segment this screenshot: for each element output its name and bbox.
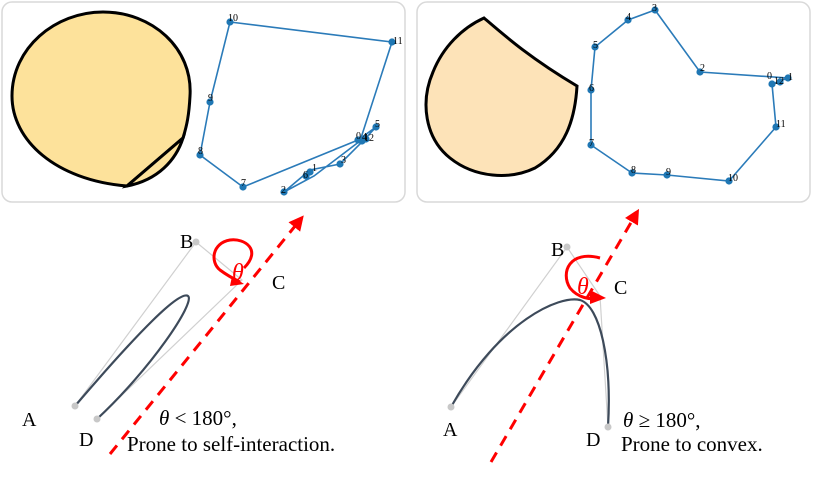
bezier-curve xyxy=(450,298,610,428)
vertex-label: 10 xyxy=(728,173,738,184)
caption-inequality: < 180°, xyxy=(169,406,237,430)
control-point-d xyxy=(93,415,101,423)
vertex-label: 4 xyxy=(362,132,367,143)
dashed-axis-arrow xyxy=(108,215,304,455)
vertex-label: 1 xyxy=(312,163,317,174)
vertex-label: 9 xyxy=(208,93,213,104)
vertex-11 xyxy=(772,123,780,131)
vertex-label: 6 xyxy=(589,83,594,94)
polygon-outline xyxy=(199,21,394,193)
top-left-panel: 0 1 2 3 4 5 6 7 8 9 10 11 12 xyxy=(1,1,406,203)
vertex-8 xyxy=(628,169,636,177)
vertex-0 xyxy=(768,80,776,88)
vertex-5 xyxy=(591,43,599,51)
caption-conclusion: Prone to self-interaction. xyxy=(127,432,335,456)
curled-disc-shape xyxy=(10,10,192,188)
point-label-b: B xyxy=(551,239,564,261)
caption-condition: θ < 180°, xyxy=(159,406,237,430)
point-label-d: D xyxy=(79,429,93,451)
point-label-a: A xyxy=(22,409,37,431)
vertex-11 xyxy=(388,38,396,46)
point-label-c: C xyxy=(614,277,627,299)
vertex-label: 12 xyxy=(364,133,374,144)
vertex-12 xyxy=(362,135,370,143)
caption-theta: θ xyxy=(623,408,633,432)
vertex-9 xyxy=(206,98,214,106)
vertex-labels: 0 1 2 3 4 5 6 7 8 9 10 11 12 xyxy=(198,13,403,196)
vertex-1 xyxy=(784,74,792,82)
vertex-label: 9 xyxy=(666,167,671,178)
vertex-3 xyxy=(336,160,344,168)
vertex-label: 12 xyxy=(774,76,784,87)
vertex-10 xyxy=(226,18,234,26)
vertex-label: 2 xyxy=(281,185,286,196)
caption-conclusion: Prone to convex. xyxy=(621,432,763,456)
control-polygon xyxy=(450,245,609,428)
angle-arc-arrowhead xyxy=(230,276,244,286)
control-polygon xyxy=(74,241,243,420)
vertex-label: 3 xyxy=(341,155,346,166)
vertex-label: 7 xyxy=(241,178,246,189)
vertex-4 xyxy=(624,16,632,24)
control-point-d xyxy=(604,423,612,431)
vertex-7 xyxy=(587,141,595,149)
vertex-label: 1 xyxy=(788,72,793,83)
vertex-6 xyxy=(302,172,310,180)
control-point-a xyxy=(71,402,79,410)
vertex-3 xyxy=(651,6,659,14)
vertex-label: 4 xyxy=(626,12,631,23)
caption-inequality: ≥ 180°, xyxy=(633,408,700,432)
vertex-label: 10 xyxy=(228,13,238,24)
vertex-label: 0 xyxy=(356,131,361,142)
vertex-10 xyxy=(725,177,733,185)
bezier-curve xyxy=(74,294,190,420)
vertex-label: 8 xyxy=(631,165,636,176)
point-label-a: A xyxy=(443,419,458,441)
control-point-b xyxy=(192,238,200,246)
point-label-b: B xyxy=(180,231,193,253)
vertex-label: 7 xyxy=(589,138,594,149)
control-point-a xyxy=(447,403,455,411)
vertex-2 xyxy=(280,188,288,196)
vertex-label: 8 xyxy=(198,146,203,157)
point-label-c: C xyxy=(272,272,285,294)
top-right-panel: 0 1 2 3 4 5 6 7 8 9 10 11 12 xyxy=(416,1,811,203)
bottom-right-diagram: θ B C A D θ ≥ 180°, Prone to convex. xyxy=(443,208,763,463)
vertex-6 xyxy=(587,86,595,94)
vertex-5 xyxy=(372,123,380,131)
control-point-b xyxy=(563,243,571,251)
curled-corner-flap xyxy=(121,133,187,189)
point-label-d: D xyxy=(586,429,600,451)
vertex-8 xyxy=(196,151,204,159)
caption-theta: θ xyxy=(159,406,169,430)
bitten-disc-shape xyxy=(424,16,579,177)
vertex-7 xyxy=(239,183,247,191)
vertex-2 xyxy=(696,68,704,76)
dashed-axis-arrow xyxy=(489,208,640,463)
vertex-12 xyxy=(776,78,784,86)
polygon-vertices xyxy=(196,18,396,196)
caption-condition: θ ≥ 180°, xyxy=(623,408,701,432)
vertex-label: 11 xyxy=(776,119,786,130)
angle-arc-arrowhead xyxy=(590,290,606,304)
vertex-label: 11 xyxy=(393,36,403,47)
vertex-label: 3 xyxy=(652,3,657,14)
angle-arc xyxy=(212,238,254,284)
polygon-vertices xyxy=(587,6,792,185)
vertex-label: 2 xyxy=(700,63,705,74)
theta-symbol: θ xyxy=(577,274,589,300)
vertex-9 xyxy=(663,171,671,179)
vertex-label: 6 xyxy=(303,170,308,181)
vertex-labels: 0 1 2 3 4 5 6 7 8 9 10 11 12 xyxy=(589,3,793,184)
bottom-left-diagram: θ B C A D θ < 180°, Prone to self-intera… xyxy=(22,215,335,456)
vertex-label: 5 xyxy=(593,40,598,51)
vertex-label: 0 xyxy=(767,71,772,82)
vertex-label: 5 xyxy=(375,119,380,130)
theta-symbol: θ xyxy=(232,260,244,286)
